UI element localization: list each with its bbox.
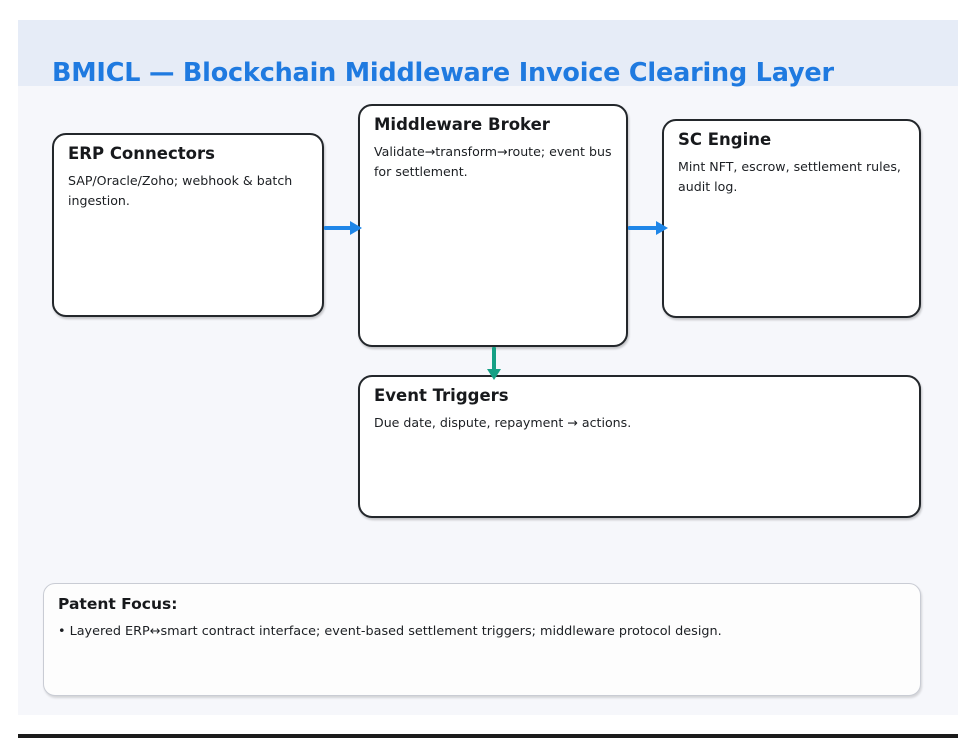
node-event-triggers[interactable]: Event Triggers Due date, dispute, repaym… (358, 375, 921, 518)
node-event-triggers-title: Event Triggers (374, 386, 509, 405)
node-middleware-broker-title: Middleware Broker (374, 115, 550, 134)
node-erp-connectors[interactable]: ERP Connectors SAP/Oracle/Zoho; webhook … (52, 133, 324, 317)
arrow-head (656, 221, 668, 235)
patent-focus-title: Patent Focus: (58, 595, 178, 613)
arrow-erp-to-broker-icon (324, 221, 362, 235)
arrow-shaft (492, 347, 496, 371)
arrow-shaft (324, 226, 352, 230)
node-erp-connectors-body: SAP/Oracle/Zoho; webhook & batch ingesti… (68, 173, 293, 208)
node-middleware-broker-body: Validate→transform→route; event bus for … (374, 144, 612, 179)
arrow-shaft (628, 226, 658, 230)
node-sc-engine-body: Mint NFT, escrow, settlement rules, audi… (678, 159, 901, 194)
arrow-head (350, 221, 362, 235)
arrow-broker-to-sc-engine-icon (628, 221, 668, 235)
slide-bottom-rule (18, 734, 958, 738)
patent-focus-list: •Layered ERP↔smart contract interface; e… (58, 622, 906, 641)
list-item-text: Layered ERP↔smart contract interface; ev… (69, 624, 722, 639)
node-middleware-broker[interactable]: Middleware Broker Validate→transform→rou… (358, 104, 628, 347)
patent-focus-panel: Patent Focus: •Layered ERP↔smart contrac… (43, 583, 921, 696)
node-erp-connectors-title: ERP Connectors (68, 144, 215, 163)
list-item: •Layered ERP↔smart contract interface; e… (58, 622, 906, 641)
node-sc-engine[interactable]: SC Engine Mint NFT, escrow, settlement r… (662, 119, 921, 318)
node-event-triggers-body: Due date, dispute, repayment → actions. (374, 415, 632, 430)
bullet-icon: • (58, 624, 66, 639)
page-title: BMICL — Blockchain Middleware Invoice Cl… (52, 58, 834, 88)
arrow-broker-to-event-triggers-icon (487, 347, 501, 380)
arrow-head (487, 369, 501, 380)
header-band: BMICL — Blockchain Middleware Invoice Cl… (18, 20, 958, 88)
node-sc-engine-title: SC Engine (678, 130, 772, 149)
